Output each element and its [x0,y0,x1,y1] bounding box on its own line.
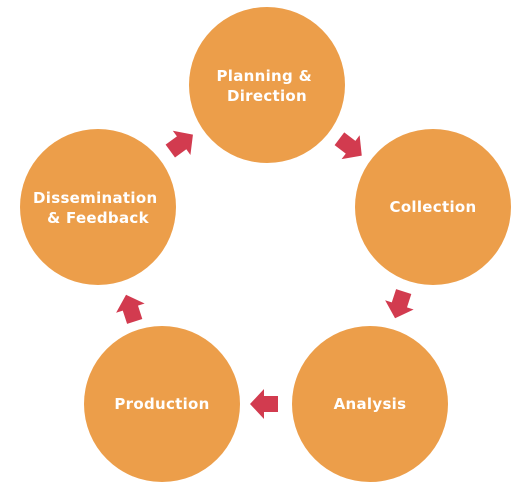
node-production-circle [84,326,240,482]
node-dissemination-label-line-1: Dissemination [33,189,157,207]
node-planning-circle [189,7,345,163]
arrow-shape [165,130,193,158]
node-production-label: Production [114,395,209,413]
node-planning-label-line-1: Planning & [216,67,311,85]
node-dissemination-label: Dissemination & Feedback [33,189,163,227]
node-collection: Collection [355,129,511,285]
node-planning-label: Planning & Direction [216,67,317,105]
node-analysis-label: Analysis [334,395,407,413]
arrow-analysis-to-production [250,389,278,419]
node-production: Production [84,326,240,482]
arrow-dissemination-to-planning [165,130,193,158]
arrow-shape [385,289,414,319]
node-collection-label: Collection [390,198,477,216]
arrow-shape [334,132,362,160]
arrow-collection-to-analysis [385,289,414,319]
arrow-shape [250,389,278,419]
node-dissemination-circle [20,129,176,285]
arrow-planning-to-collection [334,132,362,160]
node-planning-label-line-2: Direction [227,87,307,105]
arrow-production-to-dissemination [116,294,145,324]
node-collection-circle [355,129,511,285]
node-planning: Planning & Direction [189,7,345,163]
node-dissemination-label-line-2: & Feedback [47,209,149,227]
node-dissemination: Dissemination & Feedback [20,129,176,285]
node-analysis: Analysis [292,326,448,482]
arrow-shape [116,294,145,324]
node-analysis-circle [292,326,448,482]
